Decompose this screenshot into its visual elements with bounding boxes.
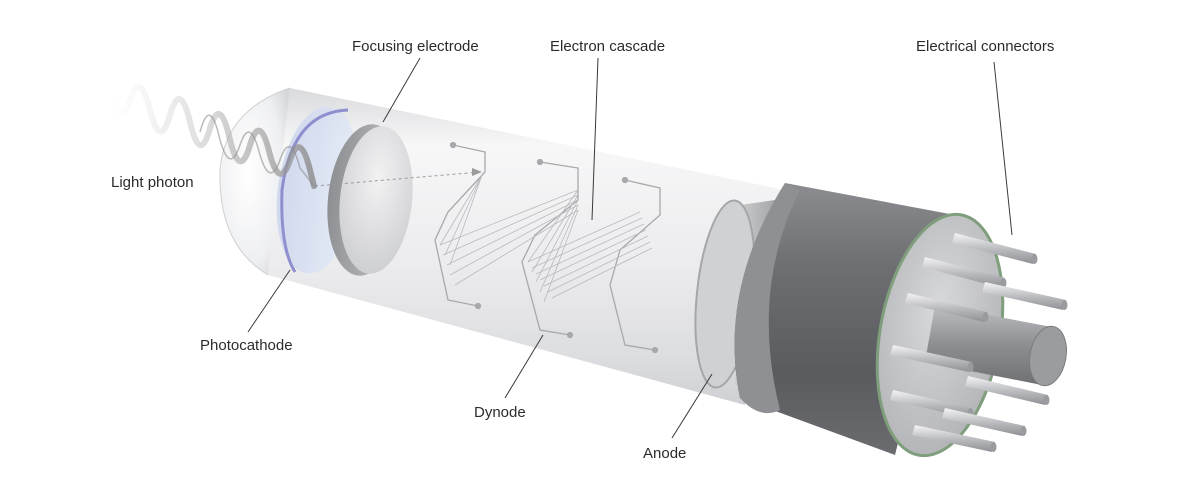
label-electrical-connectors: Electrical connectors xyxy=(916,38,1055,55)
photon-path-arrow xyxy=(472,168,482,176)
label-focusing-electrode: Focusing electrode xyxy=(352,38,479,55)
connector-pin xyxy=(965,376,1050,405)
leader-lines xyxy=(247,57,1013,439)
leader-line-electrical-connectors xyxy=(993,61,1013,236)
connector-pin xyxy=(890,345,974,372)
dynode-chain xyxy=(434,141,661,354)
leader-line-focusing-electrode xyxy=(382,57,421,123)
leader-line-dynode xyxy=(504,334,544,399)
label-electron-cascade: Electron cascade xyxy=(550,38,666,55)
label-dynode: Dynode xyxy=(474,404,526,421)
label-photocathode: Photocathode xyxy=(200,337,293,354)
connector-pin xyxy=(922,257,1007,288)
leader-line-photocathode xyxy=(247,269,291,333)
electron-cascade-lines xyxy=(439,174,653,303)
leader-line-anode xyxy=(671,373,713,439)
light-photon-wave xyxy=(107,84,317,189)
label-light-photon: Light photon xyxy=(111,174,194,191)
connector-pin xyxy=(982,282,1068,310)
connector-pin xyxy=(905,293,989,322)
electrical-connector-pins xyxy=(890,233,1068,452)
connector-pin xyxy=(912,425,997,452)
connector-pin xyxy=(952,233,1038,264)
connector-pin xyxy=(942,408,1027,436)
label-anode: Anode xyxy=(643,445,687,462)
focusing-electrode xyxy=(327,124,413,276)
leader-line-electron-cascade xyxy=(591,57,599,221)
